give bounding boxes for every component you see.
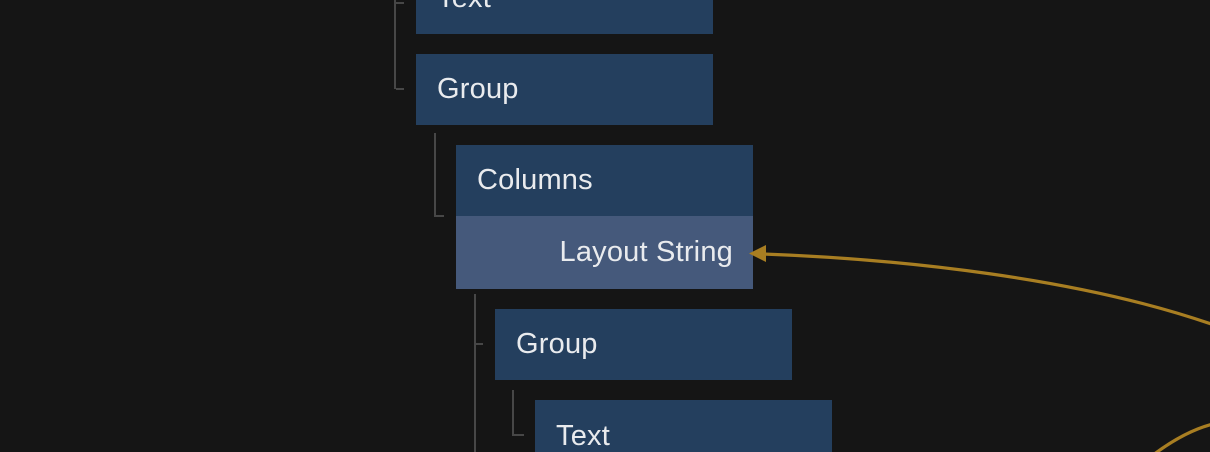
connection-edge[interactable] [762,252,1210,326]
node-text-bottom[interactable]: Text [535,400,832,452]
node-label: Text [556,420,610,452]
node-label: Columns [477,164,593,196]
node-label: Text [437,0,491,15]
node-title-bar: Text [535,400,832,452]
node-title-bar: Text [416,0,713,34]
node-title-bar: Group [495,309,792,380]
node-group-bottom[interactable]: Group [495,309,792,380]
tree-connector-elbow [396,2,404,4]
tree-connector-line [512,390,514,436]
tree-connector-elbow [476,343,483,345]
node-label: Group [437,73,519,105]
tree-connector-line [434,133,436,217]
connection-arrowhead-icon [749,245,766,262]
node-label: Group [516,328,598,360]
tree-connector-elbow [396,88,404,90]
connection-edge[interactable] [1153,423,1210,452]
node-text-top[interactable]: Text [416,0,713,34]
port-label: Layout String [559,236,733,268]
tree-connector-elbow [436,215,444,217]
tree-connector-elbow [514,434,524,436]
tree-connector-line [474,294,476,452]
node-group-top[interactable]: Group [416,54,713,125]
node-title-bar: Group [416,54,713,125]
node-columns[interactable]: Columns Layout String [456,145,753,289]
port-layout-string[interactable]: Layout String [456,216,753,289]
tree-connector-line [394,0,396,89]
node-title-bar: Columns [456,145,753,216]
